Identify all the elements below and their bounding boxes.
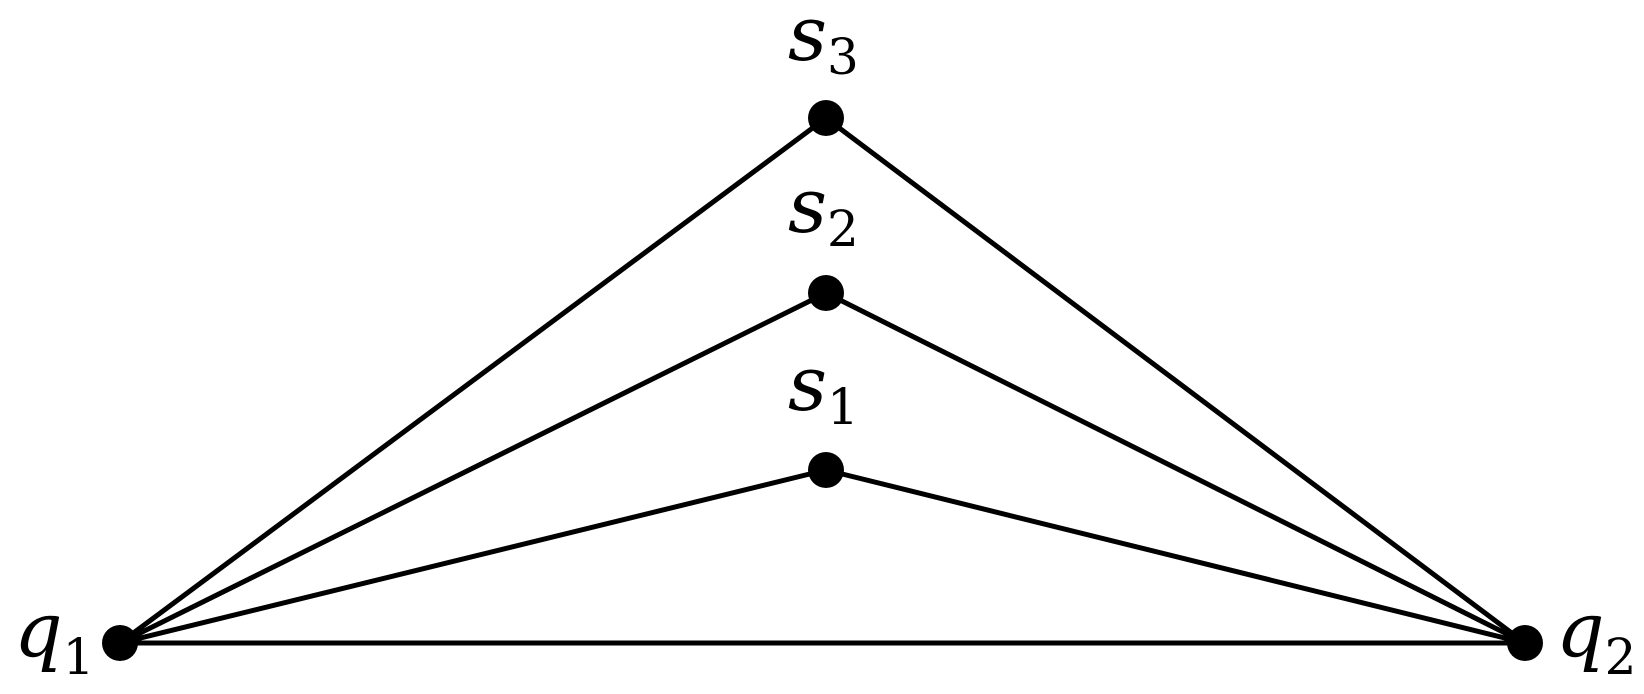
- label-s1-main: s: [788, 339, 827, 428]
- label-s3-main: s: [788, 0, 827, 78]
- edge-s2-q2: [823, 290, 1528, 646]
- node-s2: [808, 275, 844, 311]
- node-s1: [808, 452, 844, 488]
- node-q1: [102, 625, 138, 661]
- labels: q1 q2 s1 s2 s3: [14, 0, 1636, 686]
- edge-q1-s3: [117, 115, 829, 646]
- label-s3-sub: 3: [827, 28, 859, 86]
- label-q1: q1: [14, 585, 94, 686]
- edge-q1-s2: [117, 290, 829, 646]
- label-s1: s1: [788, 339, 859, 436]
- label-s2-main: s: [788, 161, 827, 250]
- nodes: [102, 100, 1543, 661]
- edge-s3-q2: [823, 115, 1528, 646]
- node-s3: [808, 100, 844, 136]
- node-q2: [1507, 625, 1543, 661]
- label-q1-main: q: [14, 585, 63, 674]
- label-q2-sub: 2: [1605, 628, 1637, 686]
- edges: [117, 115, 1528, 646]
- label-s3: s3: [788, 0, 859, 86]
- label-q1-sub: 1: [63, 628, 95, 686]
- label-s1-sub: 1: [827, 378, 859, 436]
- label-q2: q2: [1556, 585, 1636, 686]
- label-s2: s2: [788, 161, 859, 258]
- edge-q1-s1: [117, 467, 829, 646]
- label-q2-main: q: [1556, 585, 1605, 674]
- edge-s1-q2: [823, 467, 1528, 646]
- label-s2-sub: 2: [827, 200, 859, 258]
